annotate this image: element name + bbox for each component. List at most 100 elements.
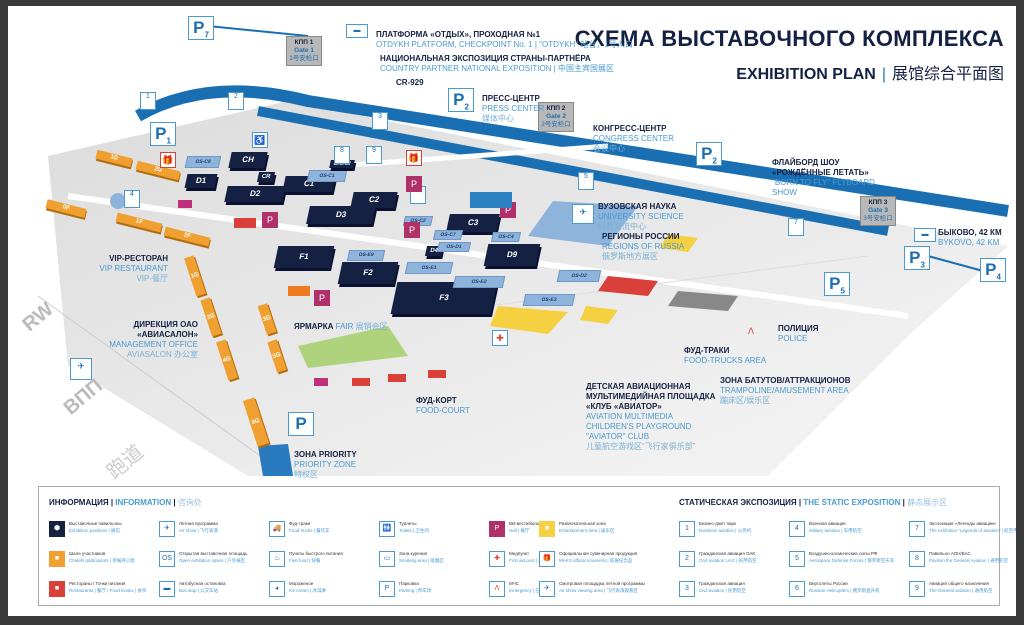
legend-item-label: МЧС <box>509 581 519 586</box>
site-map: СХЕМА ВЫСТАВОЧНОГО КОМПЛЕКСА EXHIBITION … <box>8 6 1016 484</box>
road-cross <box>337 143 609 169</box>
parking-p7[interactable]: P7 <box>188 16 214 40</box>
legend-item-sublabel: Pavilion the General Aviation | 通用航空 <box>929 558 1009 563</box>
souvenir-icon[interactable]: 🎁 <box>160 152 176 168</box>
open-space-os-c1[interactable]: OS-C1 <box>306 170 348 182</box>
legend-item-sublabel: Chalets participants | 参展商小屋 <box>69 558 135 563</box>
legend-item-sublabel: First aid post | 医疗站 <box>509 558 552 563</box>
open-space-os-e3[interactable]: OS-E3 <box>522 294 576 306</box>
parking-p2-east[interactable]: P2 <box>696 142 722 166</box>
open-space-os-e2[interactable]: OS-E2 <box>452 276 506 288</box>
legend-item-label: Автобусная остановка <box>179 581 226 586</box>
priority-building <box>258 444 293 476</box>
air-show-icon[interactable]: ✈ <box>70 358 92 380</box>
open-space-os-e9[interactable]: OS-E9 <box>346 250 386 261</box>
parking-p1[interactable]: P1 <box>150 122 176 146</box>
title-separator: | <box>881 66 886 83</box>
hall-d2[interactable]: D2 <box>224 186 286 202</box>
arrow-p7 <box>207 25 309 37</box>
static-exposition-marker-4[interactable]: 4 <box>124 190 140 208</box>
emergency-icon: Λ <box>489 581 505 597</box>
static-number-icon: 3 <box>679 581 695 597</box>
open-space-os-d2[interactable]: OS-D2 <box>556 270 602 282</box>
congress-center-building[interactable] <box>470 192 512 208</box>
exhibition-hall-icon: ⬢ <box>49 521 65 537</box>
legend-item-label: Официальная сувенирная продукция <box>559 551 638 556</box>
hall-f2[interactable]: F2 <box>337 262 399 284</box>
hall-cr[interactable]: CR <box>256 172 276 182</box>
hall-d3[interactable]: D3 <box>306 206 376 224</box>
legend-item-label: Шале участников <box>69 551 106 556</box>
label-fair: ЯРМАРКА FAIR 展销会区 <box>294 322 388 331</box>
food-court-kiosk[interactable] <box>352 378 370 386</box>
hall-f1[interactable]: F1 <box>273 246 335 268</box>
hall-d9[interactable]: D9 <box>483 244 541 266</box>
first-aid-icon[interactable]: ✚ <box>492 330 508 346</box>
static-exposition-marker-9[interactable]: 9 <box>366 146 382 164</box>
open-space-os-d1[interactable]: OS-D1 <box>436 242 472 252</box>
ve-hall-icon[interactable]: P <box>314 290 330 306</box>
ve-hall-icon: P <box>489 521 505 537</box>
static-exposition-marker-2[interactable]: 2 <box>228 92 244 110</box>
legend-item-sublabel: Entertainment area | 娱乐区 <box>559 528 615 533</box>
static-exposition-marker-8[interactable]: 8 <box>334 146 350 164</box>
hall-d1[interactable]: D1 <box>184 174 218 188</box>
static-exposition-marker-3[interactable]: 3 <box>372 112 388 130</box>
trampoline-icon: ■ <box>539 521 555 537</box>
management-office-building[interactable] <box>288 286 310 296</box>
legend-item-label: Открытая выставочная площадь <box>179 551 248 556</box>
bus-stop-icon[interactable]: ▬ <box>346 24 368 38</box>
open-space-os-c4[interactable]: OS-C4 <box>490 232 522 242</box>
first-aid-icon: ✚ <box>489 551 505 567</box>
static-exposition-marker-1[interactable]: 1 <box>140 92 156 110</box>
open-space-os-c8[interactable]: OS-C8 <box>184 156 222 168</box>
ve-hall-icon[interactable]: P <box>406 176 422 192</box>
parking-p5[interactable]: P5 <box>824 272 850 296</box>
static-exposition-marker-7[interactable]: 7 <box>788 218 804 236</box>
food-court-kiosk[interactable] <box>388 374 406 382</box>
legend-item-label: Фуд-траки <box>289 521 311 526</box>
parking-p2[interactable]: P2 <box>448 88 474 112</box>
hall-ch[interactable]: CH <box>228 152 268 168</box>
plane-showcase-icon[interactable]: ✈ <box>572 204 594 224</box>
fair-area <box>298 326 408 368</box>
parking-p3[interactable]: P3 <box>904 246 930 270</box>
static-exposition-marker-5[interactable]: 5 <box>578 172 594 190</box>
legend-item-label: ВИ-вестибюль <box>509 521 540 526</box>
open-space-os-c7[interactable]: OS-C7 <box>432 230 464 240</box>
emergency-icon[interactable]: Λ <box>747 326 754 336</box>
toilets-icon[interactable]: ♿ <box>252 132 268 148</box>
bus-stop-icon[interactable]: ▬ <box>914 228 936 242</box>
police-building <box>668 291 738 311</box>
static-number-icon: 1 <box>679 521 695 537</box>
vip-restaurant-building[interactable] <box>234 218 256 228</box>
ve-hall-icon[interactable]: P <box>262 212 278 228</box>
parking-p4[interactable]: P4 <box>980 258 1006 282</box>
open-space-os-e1[interactable]: OS-E1 <box>404 262 454 274</box>
static-number-icon: 8 <box>909 551 925 567</box>
souvenir-icon[interactable]: 🎁 <box>406 150 422 166</box>
ve-hall-icon[interactable]: P <box>404 222 420 238</box>
food-court-kiosk[interactable] <box>428 370 446 378</box>
legend-item-label: Гражданская авиация ОАК <box>699 551 756 556</box>
static-number-icon: 2 <box>679 551 695 567</box>
parking-p[interactable]: P <box>288 412 314 436</box>
